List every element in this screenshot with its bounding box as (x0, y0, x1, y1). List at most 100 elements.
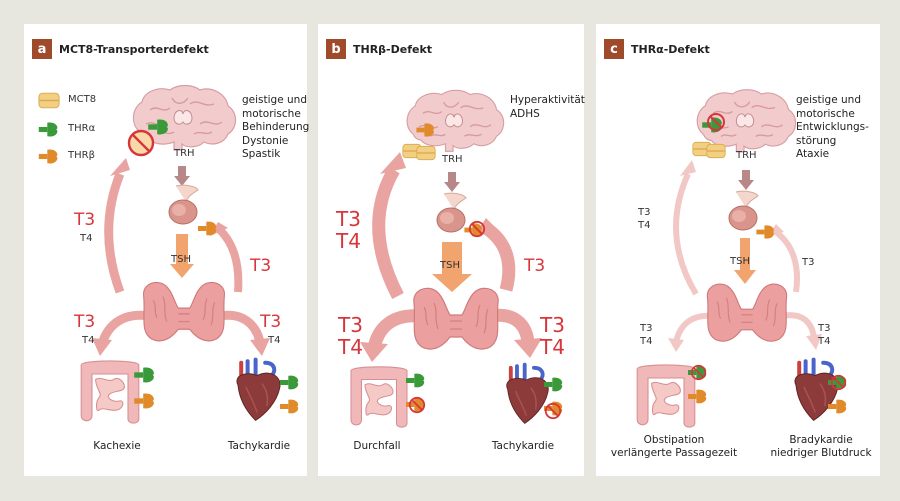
arrowhead-to-heart (514, 338, 542, 358)
t4-heart-label: T4 (540, 335, 565, 359)
arrow-tsh (740, 238, 750, 272)
t4-label: T4 (336, 229, 361, 253)
tsh-label: TSH (730, 256, 750, 267)
heart-icon (795, 360, 838, 421)
caption-heart: Bradykardie niedriger Blutdruck (766, 434, 876, 460)
symptom-line: Ataxie (796, 148, 830, 160)
panel-header: c THRα-Defekt (604, 39, 710, 59)
thr-alpha-receptor-icon (38, 122, 58, 137)
arrow-to-intestine (97, 310, 151, 346)
arrowhead-tsh (734, 270, 756, 284)
t3-label: T3 (74, 210, 96, 230)
arrow-tsh (442, 242, 462, 276)
arrowhead-to-intestine (668, 338, 684, 352)
mct8-transporter-icon (38, 92, 60, 109)
arrowhead-trh (444, 182, 460, 192)
caption-line: niedriger Blutdruck (770, 447, 872, 459)
thr-alpha-receptor-icon (280, 375, 299, 390)
t3-intestine-label: T3 (74, 312, 96, 332)
caption-heart: Tachykardie (227, 440, 291, 452)
arrowhead-tsh (432, 274, 472, 292)
arrow-trh (742, 170, 750, 182)
arrowhead-to-brain (380, 152, 406, 174)
panel-header: b THRβ-Defekt (326, 39, 432, 59)
thr-alpha-receptor-icon (406, 373, 425, 388)
t4-intestine-label: T4 (640, 336, 653, 347)
caption-intestine: Kachexie (93, 440, 141, 452)
thr-beta-receptor-icon (756, 225, 774, 239)
t3-label: T3 (638, 207, 651, 218)
t4-label: T4 (80, 233, 93, 244)
panel-header: a MCT8-Transporterdefekt (32, 39, 209, 59)
t3-intestine-label: T3 (640, 323, 653, 334)
symptom-line: Spastik (242, 148, 281, 160)
t4-intestine-label: T4 (82, 335, 95, 346)
arrow-to-intestine (367, 309, 421, 350)
t3-heart-label: T3 (540, 313, 565, 337)
t3-label: T3 (336, 207, 361, 231)
thyroid-icon (706, 283, 788, 342)
panel-title: MCT8-Transporterdefekt (59, 42, 209, 56)
panel-a-scene (38, 84, 299, 424)
brain-symptoms: Hyperaktivität ADHS (510, 94, 585, 121)
t4-label: T4 (638, 220, 651, 231)
arrow-to-heart (219, 310, 265, 344)
trh-label: TRH (174, 148, 195, 159)
mct8-blocked-icon (127, 129, 155, 157)
panel-mct8-defect: a MCT8-Transporterdefekt MCT (24, 24, 309, 476)
t3-feedback-label: T3 (250, 256, 272, 276)
arrow-feedback-to-pituitary (482, 222, 516, 292)
thr-beta-receptor-icon (280, 399, 299, 414)
thyroid-icon (413, 287, 499, 350)
symptom-line: motorische (796, 107, 855, 120)
arrow-tsh (176, 234, 188, 266)
mct8-transporter-icon (416, 145, 436, 161)
brain-symptoms: geistige und motorische Behinderung Dyst… (242, 94, 309, 162)
tsh-label: TSH (440, 260, 460, 271)
arrow-feedback-to-pituitary (217, 227, 243, 293)
arrowhead-trh (174, 176, 190, 186)
symptom-line: ADHS (510, 107, 540, 120)
caption-line: Obstipation (643, 434, 705, 446)
arrow-feedback-to-pituitary (774, 229, 800, 293)
intestine-icon (350, 366, 408, 428)
panel-thra-defect: c THRα-Defekt geistige und motoris (596, 24, 880, 476)
trh-label: TRH (442, 154, 463, 165)
pituitary-icon (436, 192, 467, 233)
thr-beta-receptor-icon (38, 149, 58, 164)
symptom-line: Behinderung (242, 121, 310, 133)
panel-letter-badge: c (604, 39, 624, 59)
caption-heart: Tachykardie (491, 440, 555, 452)
panel-c-scene (636, 88, 847, 428)
symptom-line: motorische (242, 107, 301, 120)
t3-heart-label: T3 (260, 312, 282, 332)
t3-feedback-label: T3 (802, 257, 815, 268)
arrow-thyroid-to-brain (372, 166, 404, 300)
arrowhead-trh (738, 180, 754, 190)
legend-thr-alpha: THRα (68, 123, 96, 134)
legend-mct8: MCT8 (68, 94, 97, 105)
heart-icon (507, 365, 549, 424)
arrowhead-to-brain (110, 158, 130, 176)
symptom-line: Hyperaktivität (510, 94, 585, 106)
arrowhead-tsh (170, 264, 194, 278)
brain-symptoms: geistige und motorische Entwicklungs- st… (796, 94, 869, 162)
arrow-trh (178, 166, 186, 178)
arrowhead-to-heart (250, 338, 270, 356)
intestine-icon (636, 364, 696, 428)
arrow-thyroid-to-brain (673, 172, 699, 296)
t3-feedback-label: T3 (524, 256, 546, 276)
t3-heart-label: T3 (818, 323, 831, 334)
caption-intestine: Obstipation verlängerte Passagezeit (604, 434, 744, 460)
tsh-label: TSH (171, 254, 191, 265)
pituitary-icon (168, 184, 199, 225)
arrow-trh (448, 172, 456, 184)
arrowhead-to-intestine (92, 338, 112, 356)
caption-line: verlängerte Passagezeit (610, 447, 738, 459)
t4-heart-label: T4 (818, 336, 831, 347)
thyroid-icon (142, 281, 226, 342)
symptom-line: geistige und (242, 94, 307, 106)
brain-icon (406, 89, 505, 153)
arrowhead-to-heart (806, 334, 822, 350)
thr-beta-receptor-icon (198, 221, 217, 236)
